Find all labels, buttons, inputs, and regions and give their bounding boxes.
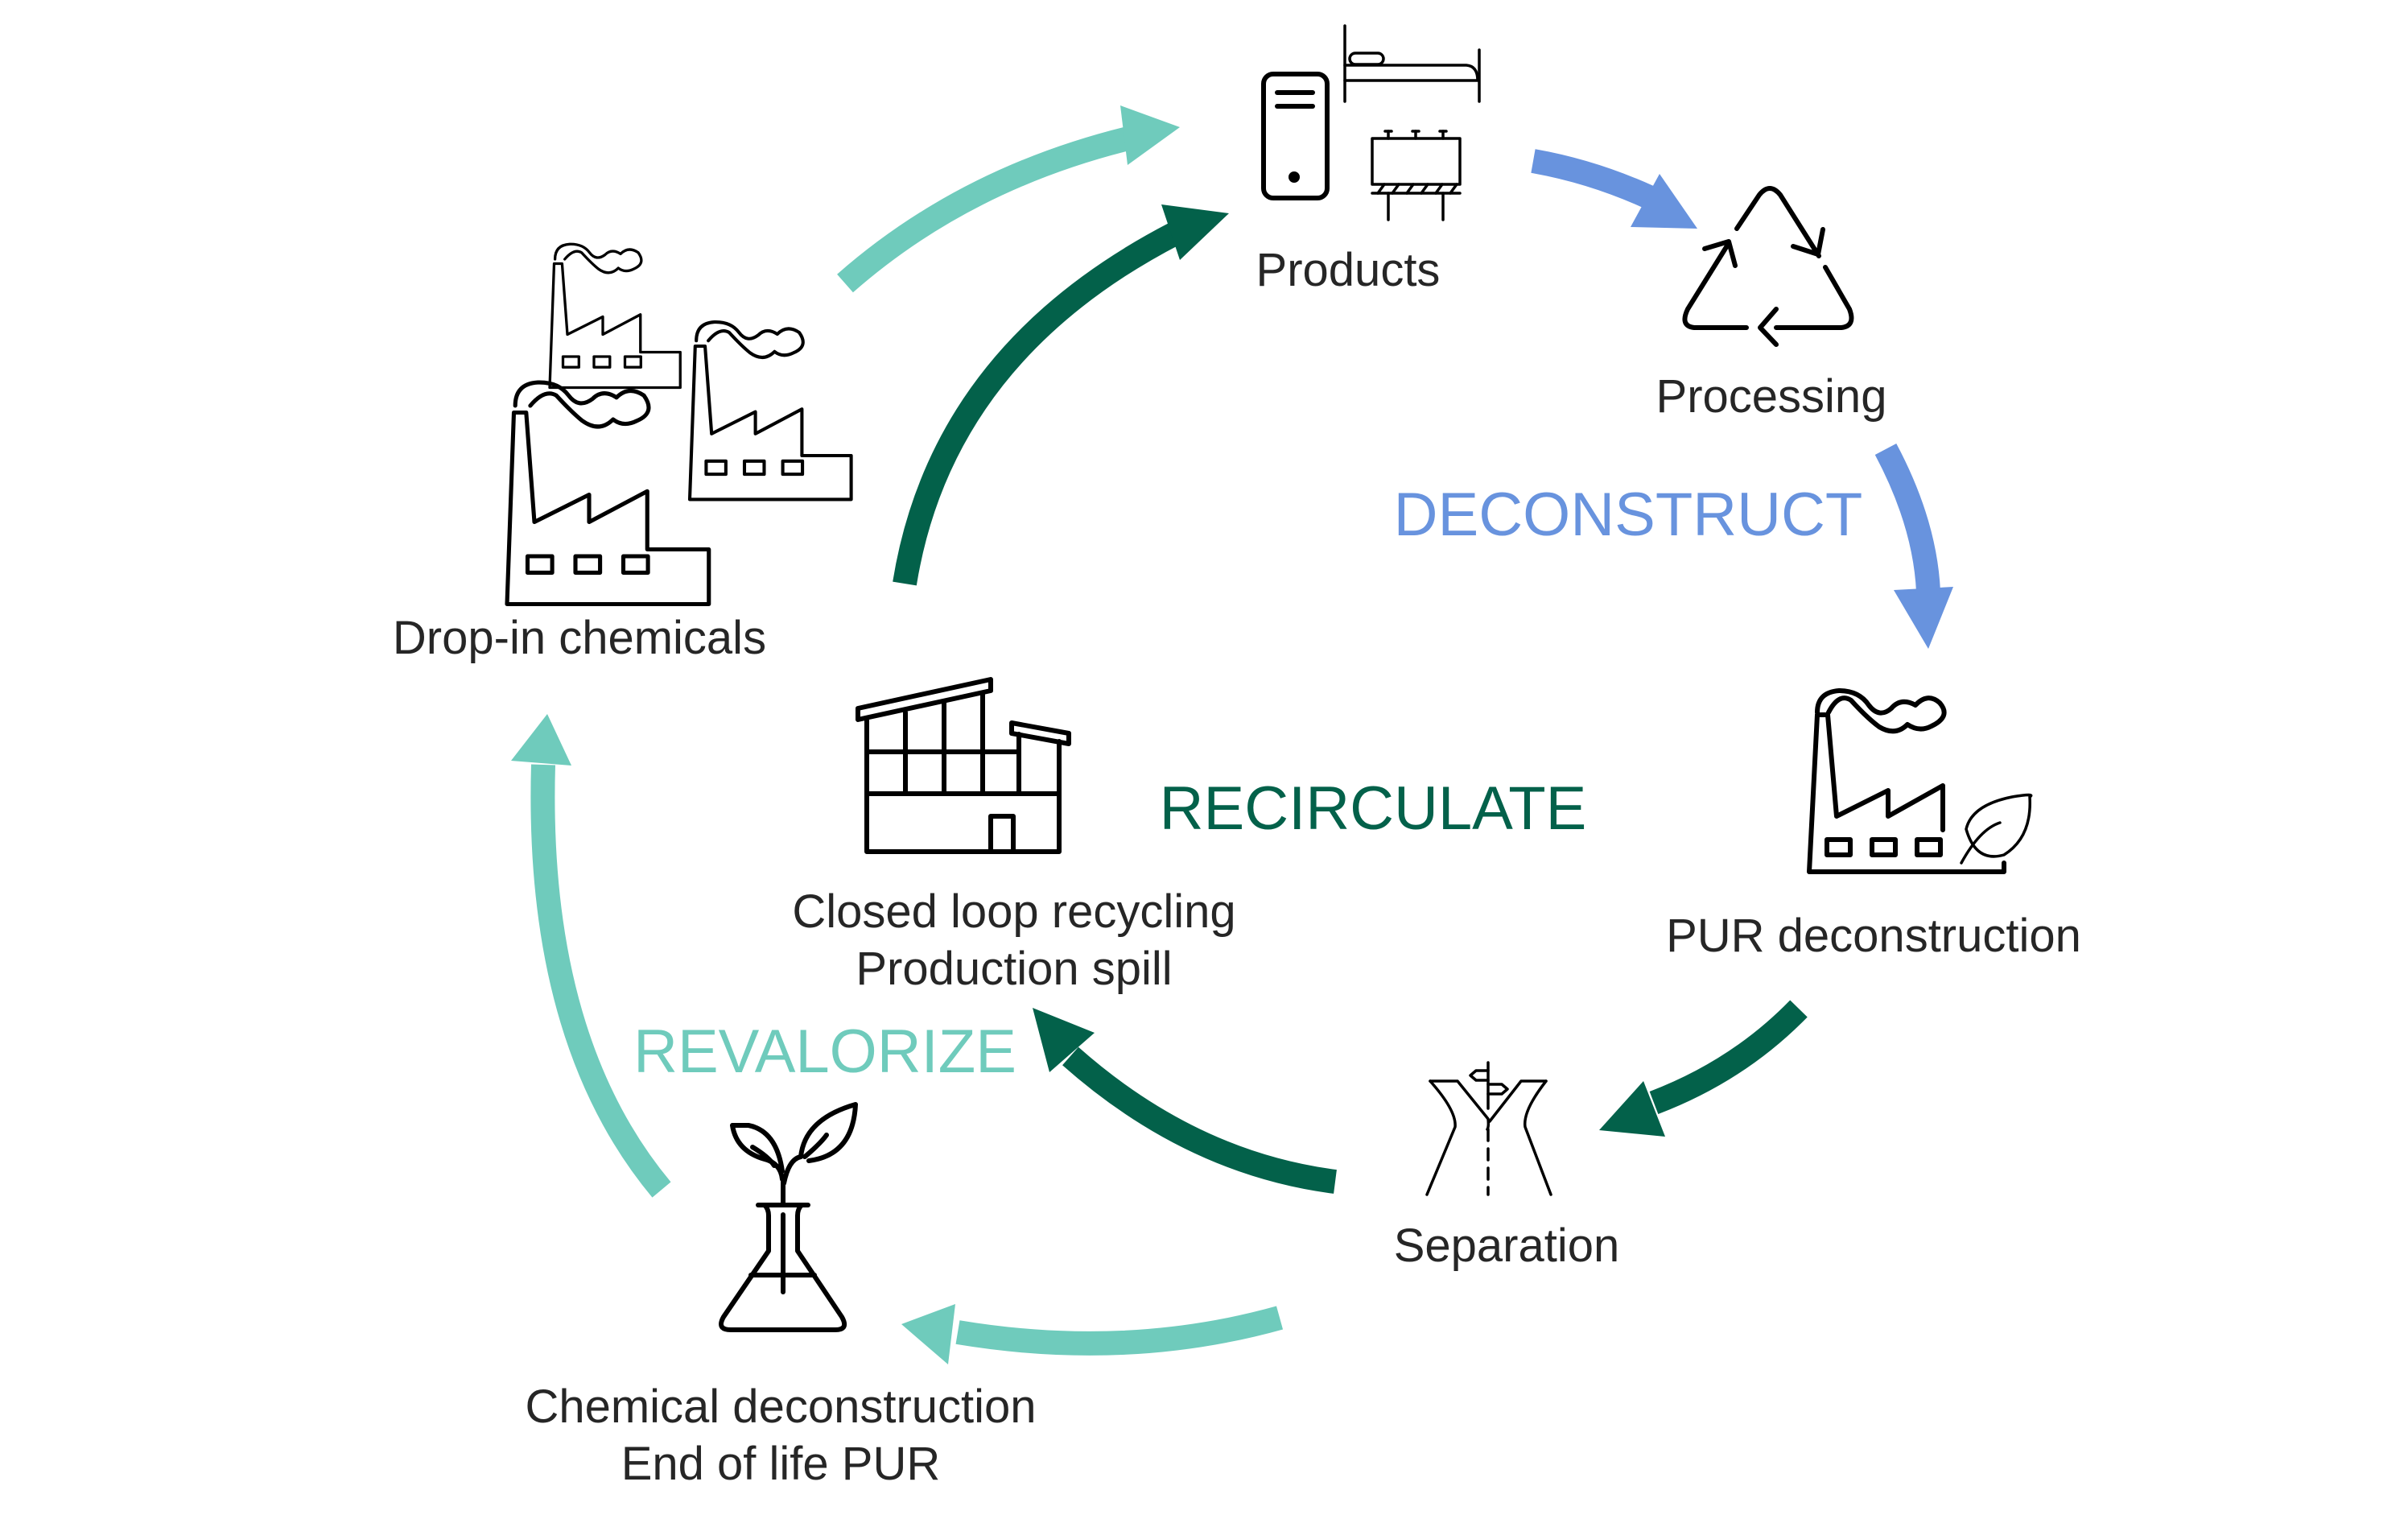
node-label-drop-in-chemicals: Drop-in chemicals — [393, 612, 766, 664]
node-label-production-spill: Production spill — [856, 943, 1172, 995]
road-fork-signpost-icon — [1425, 1061, 1552, 1196]
node-label-end-of-life-pur: End of life PUR — [621, 1438, 941, 1490]
computer-tower-icon — [1261, 72, 1330, 200]
phase-label-deconstruct: DECONSTRUCT — [1394, 481, 1863, 549]
arrow-pur-to-separation — [1599, 1000, 1808, 1137]
flask-sprout-icon — [719, 1102, 858, 1332]
arrow-separation-to-closedloop — [1033, 1008, 1337, 1194]
node-label-chemical-deconstruction: Chemical deconstruction — [525, 1381, 1036, 1433]
arrow-separation-to-chemical — [901, 1304, 1284, 1364]
eco-factory-icon — [1807, 688, 2033, 874]
node-label-processing: Processing — [1656, 370, 1887, 423]
phase-label-recirculate: RECIRCULATE — [1160, 774, 1587, 843]
recycle-icon — [1682, 186, 1854, 347]
factory-icon — [505, 380, 711, 607]
arrow-products-to-processing — [1531, 149, 1697, 229]
arrow-closedloop-to-products — [893, 204, 1229, 586]
factory-icon — [687, 320, 853, 501]
modern-building-icon — [856, 677, 1071, 854]
arrow-dropin-to-products — [837, 105, 1180, 293]
node-label-separation: Separation — [1394, 1220, 1620, 1272]
node-label-closed-loop-recycling: Closed loop recycling — [792, 885, 1235, 938]
billboard-icon — [1371, 130, 1462, 221]
bed-icon — [1343, 24, 1481, 103]
arrow-processing-to-pur — [1874, 443, 1953, 649]
factory-icon — [548, 242, 682, 390]
phase-label-revalorize: REVALORIZE — [633, 1017, 1016, 1086]
node-label-products: Products — [1256, 244, 1441, 296]
node-label-pur-deconstruction: PUR deconstruction — [1666, 910, 2081, 962]
arrow-chemical-to-dropin — [511, 714, 671, 1198]
